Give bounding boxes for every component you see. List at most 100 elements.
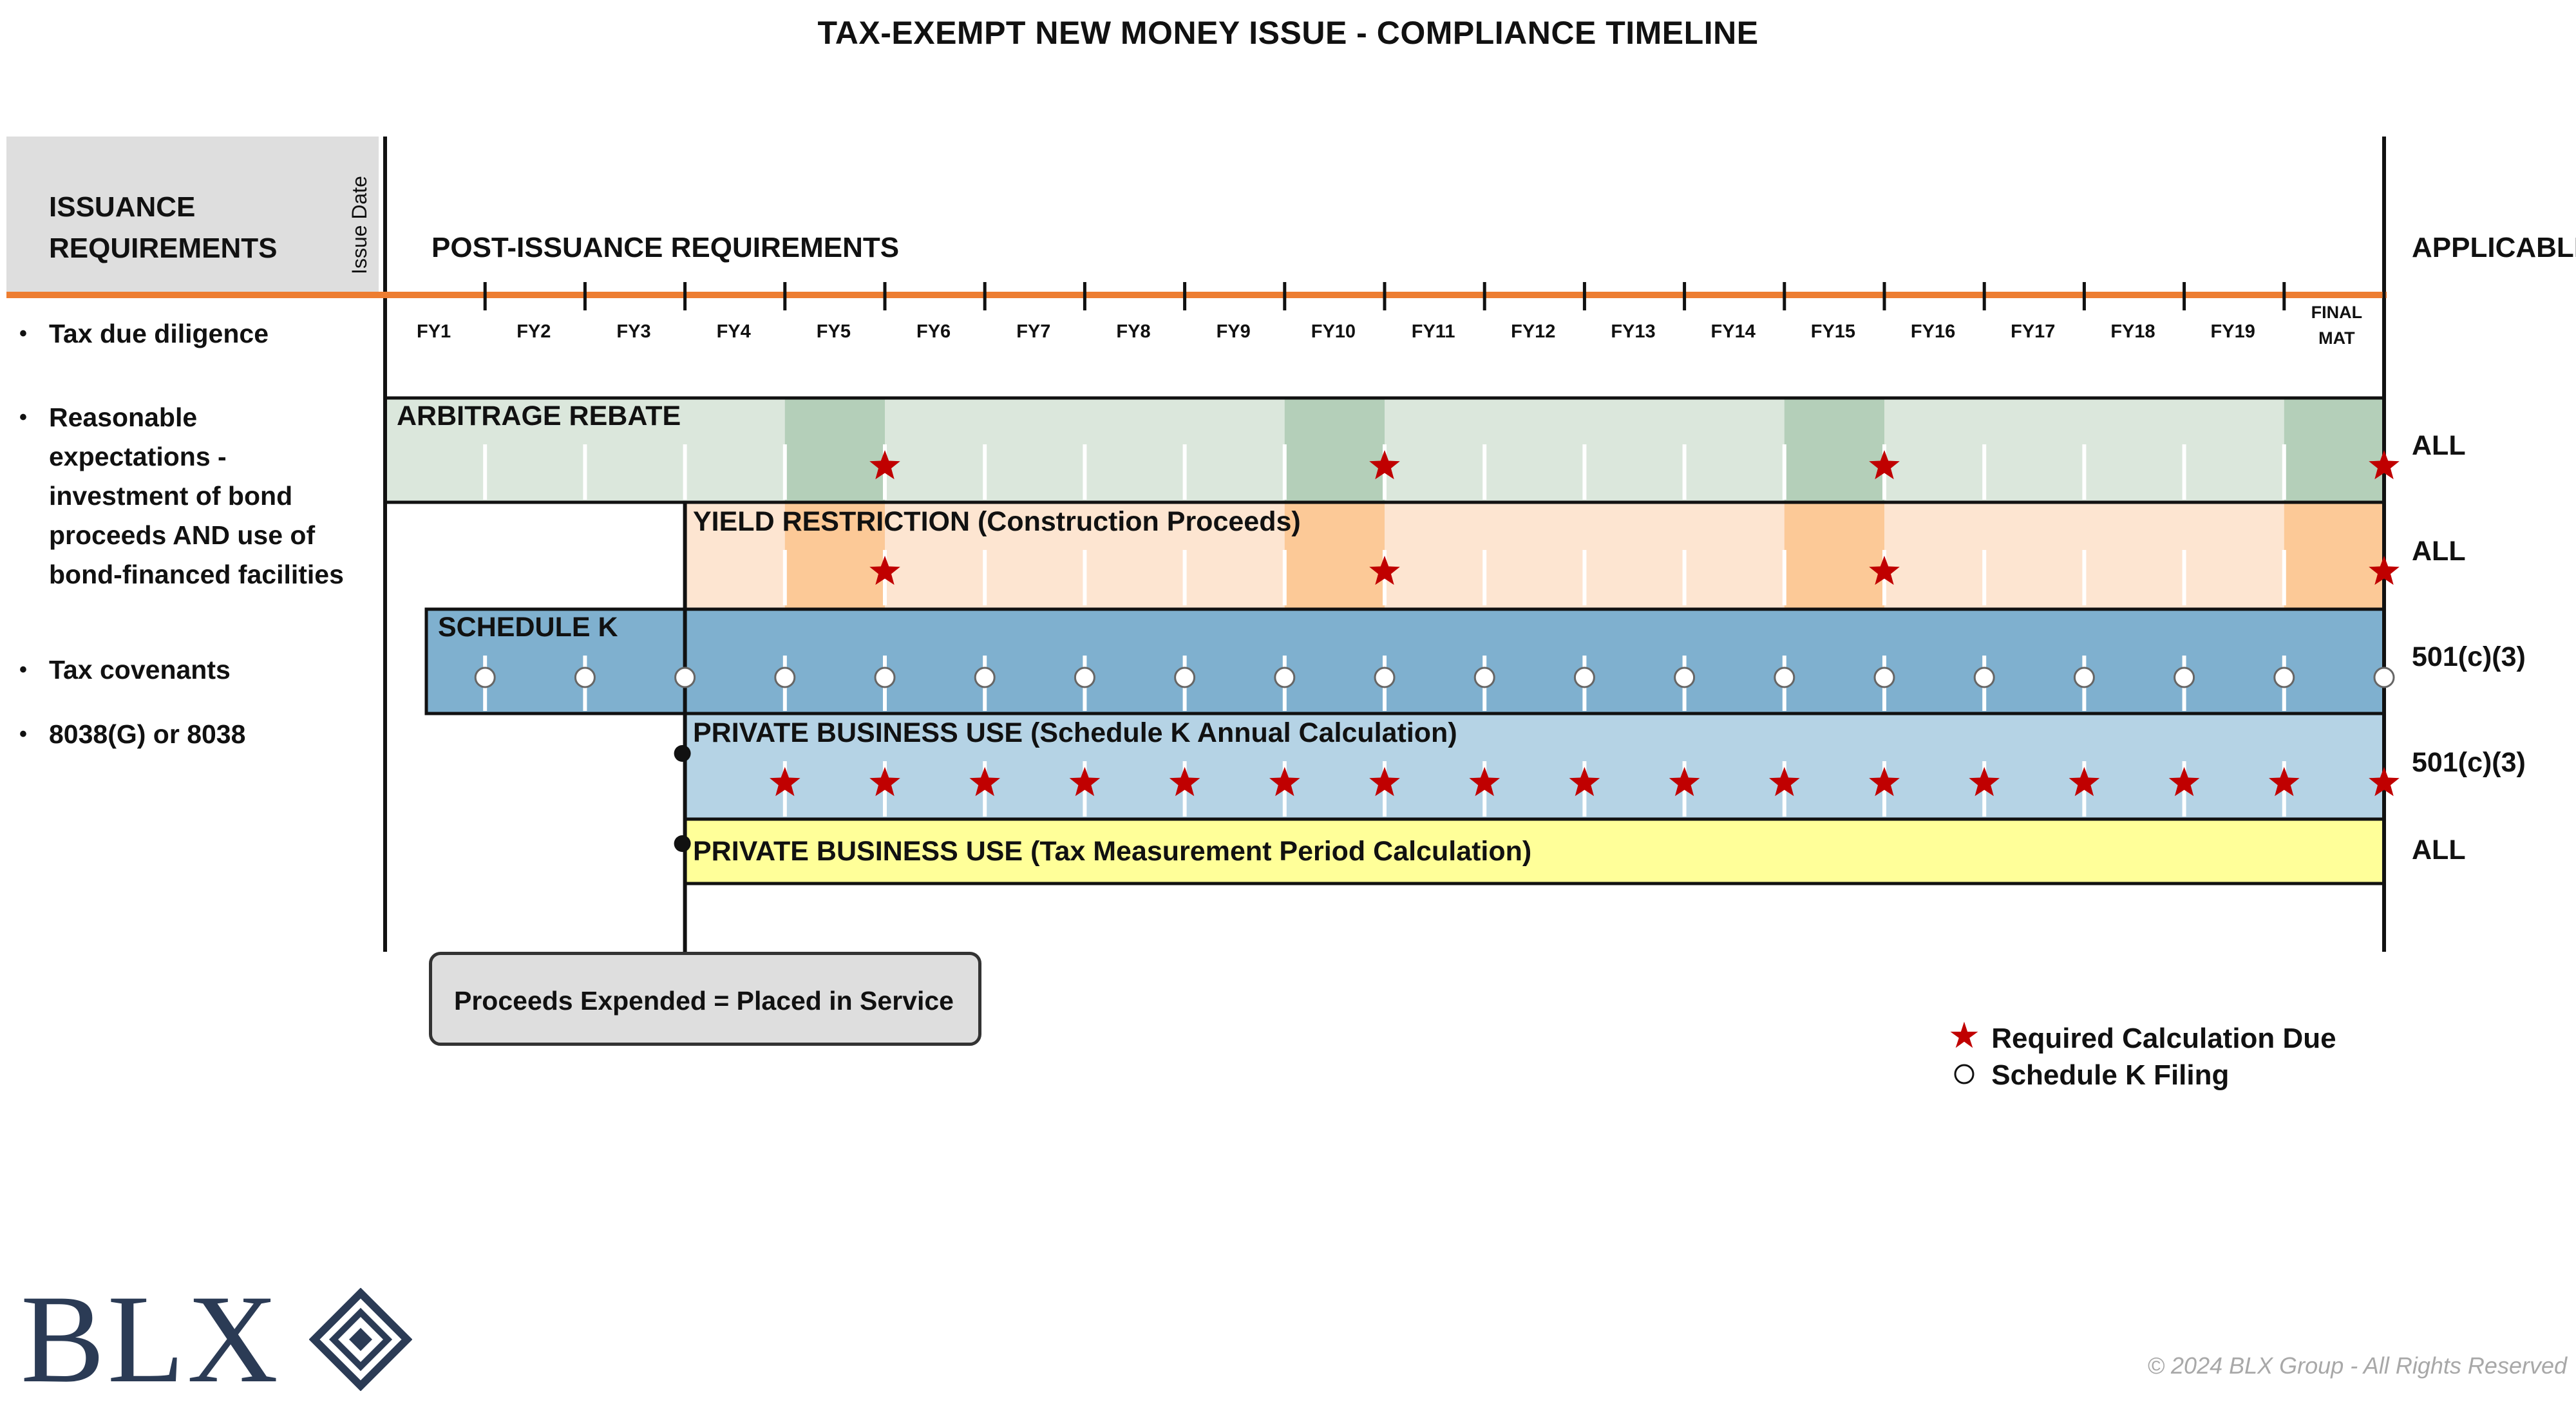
note-text: Proceeds Expended = Placed in Service (454, 986, 954, 1016)
issuance-item-text: investment of bond (49, 481, 293, 511)
required-calculation-star (1169, 767, 1200, 797)
band-2-background (685, 504, 2384, 608)
issuance-item: •Tax covenants (19, 650, 231, 690)
schedule-k-filing-circle (774, 667, 796, 688)
period-label-fy9: FY9 (1217, 321, 1251, 342)
band-1-highlight (1784, 398, 1884, 502)
band-label-5: PRIVATE BUSINESS USE (Tax Measurement Pe… (693, 836, 1532, 867)
applicable-heading: APPLICABLE (2412, 232, 2576, 263)
issuance-item: •Tax due diligence (19, 314, 269, 354)
blx-logo-text: BLX (21, 1269, 281, 1409)
blx-logo-icon (309, 1288, 412, 1391)
schedule-k-filing-circle (474, 667, 496, 688)
band-1-highlight (784, 398, 885, 502)
required-calculation-star (2369, 767, 2400, 797)
period-label-fy3: FY3 (616, 321, 650, 342)
required-calculation-star (1369, 450, 1400, 480)
required-calculation-star (2369, 556, 2400, 585)
schedule-k-filing-circle (1274, 667, 1296, 688)
issuance-item-text: Tax due diligence (49, 319, 269, 348)
period-label-fy6: FY6 (916, 321, 951, 342)
placed-in-service-dot (674, 745, 691, 762)
required-calculation-star (1669, 767, 1700, 797)
schedule-k-filing-circle (2174, 667, 2195, 688)
issuance-item-text: bond-financed facilities (49, 560, 344, 589)
issuance-header: ISSUANCE REQUIREMENTS (6, 137, 379, 295)
schedule-k-filing-circle (674, 667, 696, 688)
band-1-highlight (2284, 398, 2384, 502)
schedule-k-filing-circle (1674, 667, 1696, 688)
applicable-value-4: 501(c)(3) (2412, 747, 2526, 778)
circle-icon (1945, 1059, 1984, 1092)
schedule-k-pre-period (426, 609, 685, 714)
band-1-highlight (1284, 398, 1385, 502)
period-label-fy16: FY16 (1911, 321, 1955, 342)
required-calculation-star (969, 767, 1000, 797)
band-label-1: ARBITRAGE REBATE (397, 401, 681, 431)
band-label-4: PRIVATE BUSINESS USE (Schedule K Annual … (693, 717, 1457, 748)
period-label-fy17: FY17 (2011, 321, 2055, 342)
period-label-fy18: FY18 (2110, 321, 2155, 342)
schedule-k-filing-circle (574, 667, 596, 688)
required-calculation-star (1869, 556, 1900, 585)
bullet-icon: • (19, 405, 27, 430)
schedule-k-filing-circle (2273, 667, 2295, 688)
issuance-item-text: Tax covenants (49, 655, 231, 685)
band-3-background (685, 609, 2384, 714)
required-calculation-star (1869, 450, 1900, 480)
legend-star: ★ Required Calculation Due (1945, 1014, 2336, 1057)
period-label-fy12: FY12 (1511, 321, 1555, 342)
period-label-fy15: FY15 (1811, 321, 1855, 342)
required-calculation-star (1269, 767, 1300, 797)
period-label-fy10: FY10 (1311, 321, 1356, 342)
bullet-icon: • (19, 722, 27, 746)
legend-circle-label: Schedule K Filing (1991, 1059, 2230, 1091)
issuance-heading-line1: ISSUANCE (49, 191, 196, 223)
band-label-3: SCHEDULE K (438, 612, 618, 643)
star-icon: ★ (1947, 1015, 1981, 1055)
placed-in-service-note: Proceeds Expended = Placed in Service (429, 952, 981, 1046)
schedule-k-filing-circle (1374, 667, 1396, 688)
schedule-k-filing-circle (1573, 667, 1595, 688)
required-calculation-star (2168, 767, 2200, 797)
schedule-k-filing-circle (1174, 667, 1196, 688)
schedule-k-filing-circle (1973, 667, 1995, 688)
required-calculation-star (1769, 767, 1800, 797)
required-calculation-star (2069, 767, 2100, 797)
required-calculation-star (869, 450, 900, 480)
period-label-fy2: FY2 (516, 321, 551, 342)
period-label-fy7: FY7 (1016, 321, 1050, 342)
applicable-value-3: 501(c)(3) (2412, 641, 2526, 672)
period-label-final: FINAL (2311, 303, 2362, 322)
copyright-text: © 2024 BLX Group - All Rights Reserved (2147, 1352, 2568, 1379)
placed-in-service-dot (674, 835, 691, 852)
legend-circle: Schedule K Filing (1945, 1059, 2229, 1092)
period-label-fy13: FY13 (1611, 321, 1655, 342)
period-label-fy19: FY19 (2211, 321, 2255, 342)
post-issuance-heading: POST-ISSUANCE REQUIREMENTS (431, 232, 900, 263)
legend-star-label: Required Calculation Due (1991, 1023, 2336, 1054)
band-5-background (685, 820, 2384, 884)
schedule-k-filing-circle (2073, 667, 2095, 688)
applicable-value-5: ALL (2412, 835, 2466, 865)
schedule-k-filing-circle (1873, 667, 1895, 688)
band-4-background (685, 715, 2384, 819)
period-label-fy4: FY4 (717, 321, 751, 342)
schedule-k-filing-circle (1473, 667, 1495, 688)
applicable-value-2: ALL (2412, 536, 2466, 567)
required-calculation-star (1469, 767, 1500, 797)
issuance-item: • 8038(G) or 8038 (19, 715, 245, 754)
issuance-item-text: Reasonable (49, 402, 198, 432)
band-2-highlight (784, 504, 885, 608)
band-label-2: YIELD RESTRICTION (Construction Proceeds… (693, 506, 1301, 537)
schedule-k-filing-circle (1074, 667, 1095, 688)
required-calculation-star (770, 767, 800, 797)
period-label-fy14: FY14 (1711, 321, 1756, 342)
schedule-k-filing-circle (974, 667, 996, 688)
issuance-item-text: 8038(G) or 8038 (49, 719, 246, 749)
period-label-fy1: FY1 (417, 321, 451, 342)
required-calculation-star (1969, 767, 2000, 797)
required-calculation-star (869, 767, 900, 797)
required-calculation-star (1069, 767, 1101, 797)
